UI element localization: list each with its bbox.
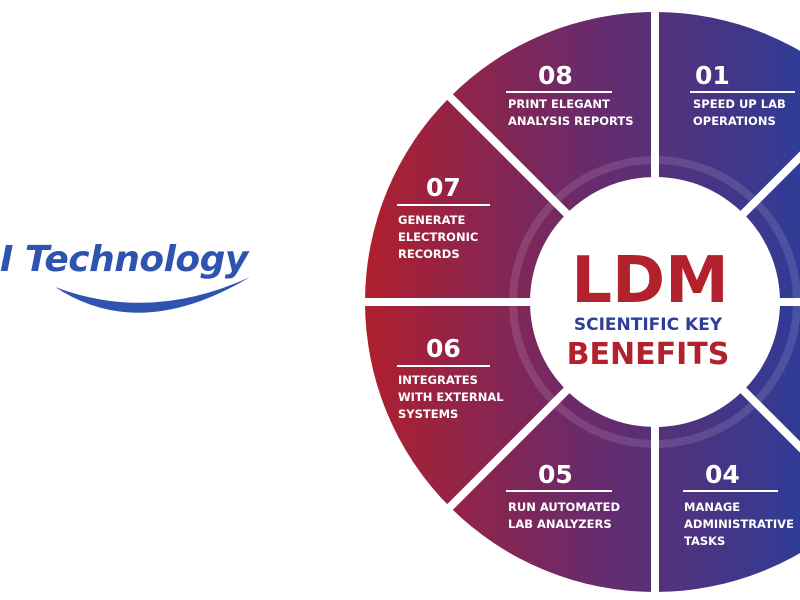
segment-06: 06 INTEGRATES WITH EXTERNAL SYSTEMS [397, 334, 504, 421]
segment-label-line: ADMINISTRATIVE [684, 517, 794, 531]
logo-text: I Technology [0, 239, 248, 280]
center-title: LDM SCIENTIFIC KEY BENEFITS [567, 244, 730, 372]
segment-label-line: ELECTRONIC [398, 230, 478, 244]
wheel-inner-ring [509, 156, 800, 448]
segment-08: 08 PRINT ELEGANT ANALYSIS REPORTS [506, 61, 634, 128]
segment-label-line: WITH EXTERNAL [398, 390, 504, 404]
segment-label-line: MANAGE [684, 500, 740, 514]
segment-label-line: LAB ANALYZERS [508, 517, 612, 531]
center-subtitle: SCIENTIFIC KEY [574, 315, 723, 335]
segment-label-line: INTEGRATES [398, 373, 478, 387]
segment-label-line: ANALYSIS REPORTS [508, 114, 634, 128]
segment-number: 08 [538, 61, 573, 90]
segment-label-line: RECORDS [398, 247, 460, 261]
company-logo: I Technology [0, 225, 270, 335]
segment-number: 07 [426, 173, 461, 202]
segment-label-line: SYSTEMS [398, 407, 458, 421]
segment-05: 05 RUN AUTOMATED LAB ANALYZERS [506, 460, 620, 531]
segment-number: 04 [705, 460, 740, 489]
segment-number: 06 [426, 334, 461, 363]
segment-number: 01 [695, 61, 730, 90]
segment-label-line: RUN AUTOMATED [508, 500, 620, 514]
segment-label-line: PRINT ELEGANT [508, 97, 610, 111]
segment-label-line: SPEED UP LAB [693, 97, 786, 111]
segment-04: 04 MANAGE ADMINISTRATIVE TASKS [683, 460, 794, 548]
segment-07: 07 GENERATE ELECTRONIC RECORDS [397, 173, 490, 261]
segment-01: 01 SPEED UP LAB OPERATIONS [690, 61, 795, 128]
segment-number: 05 [538, 460, 573, 489]
segment-label-line: OPERATIONS [693, 114, 776, 128]
logo-swoosh [55, 277, 250, 313]
segment-label-line: GENERATE [398, 213, 465, 227]
segment-label-line: TASKS [684, 534, 725, 548]
center-benefits: BENEFITS [567, 337, 730, 372]
center-ldm-text: LDM [571, 244, 729, 318]
center-circle [530, 177, 780, 427]
